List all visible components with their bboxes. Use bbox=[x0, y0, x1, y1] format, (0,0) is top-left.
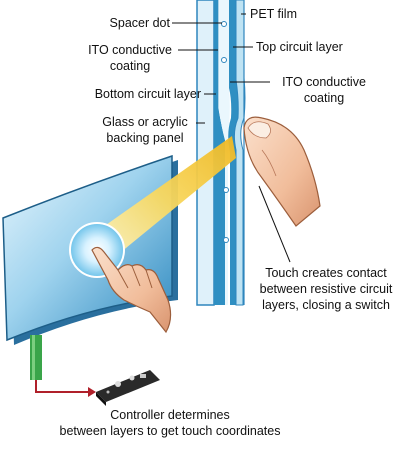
label-touch-line1: Touch creates contact bbox=[252, 266, 400, 281]
label-bottom-circuit-layer: Bottom circuit layer bbox=[95, 87, 201, 102]
label-ito-left-line1: ITO conductive bbox=[80, 43, 180, 58]
label-spacer-dot: Spacer dot bbox=[110, 16, 170, 31]
label-ito-right-line2: coating bbox=[272, 91, 376, 106]
label-controller-line2: between layers to get touch coordinates bbox=[30, 424, 310, 439]
label-ito-right-line1: ITO conductive bbox=[272, 75, 376, 90]
spacer-dot bbox=[224, 188, 229, 193]
label-ito-left-line2: coating bbox=[80, 59, 180, 74]
label-backing-line1: Glass or acrylic bbox=[92, 115, 198, 130]
label-touch-line2: between resistive circuit bbox=[252, 282, 400, 297]
label-top-circuit-layer: Top circuit layer bbox=[256, 40, 343, 55]
label-pet-film: PET film bbox=[250, 7, 297, 22]
label-controller-line1: Controller determines bbox=[50, 408, 290, 423]
label-backing-line2: backing panel bbox=[92, 131, 198, 146]
spacer-dot bbox=[222, 58, 227, 63]
finger-illustration bbox=[244, 117, 320, 226]
signal-arrow bbox=[36, 380, 90, 392]
controller-board-illustration bbox=[96, 370, 160, 406]
label-touch-line3: layers, closing a switch bbox=[252, 298, 400, 313]
spacer-dot bbox=[222, 22, 227, 27]
spacer-dot bbox=[224, 238, 229, 243]
